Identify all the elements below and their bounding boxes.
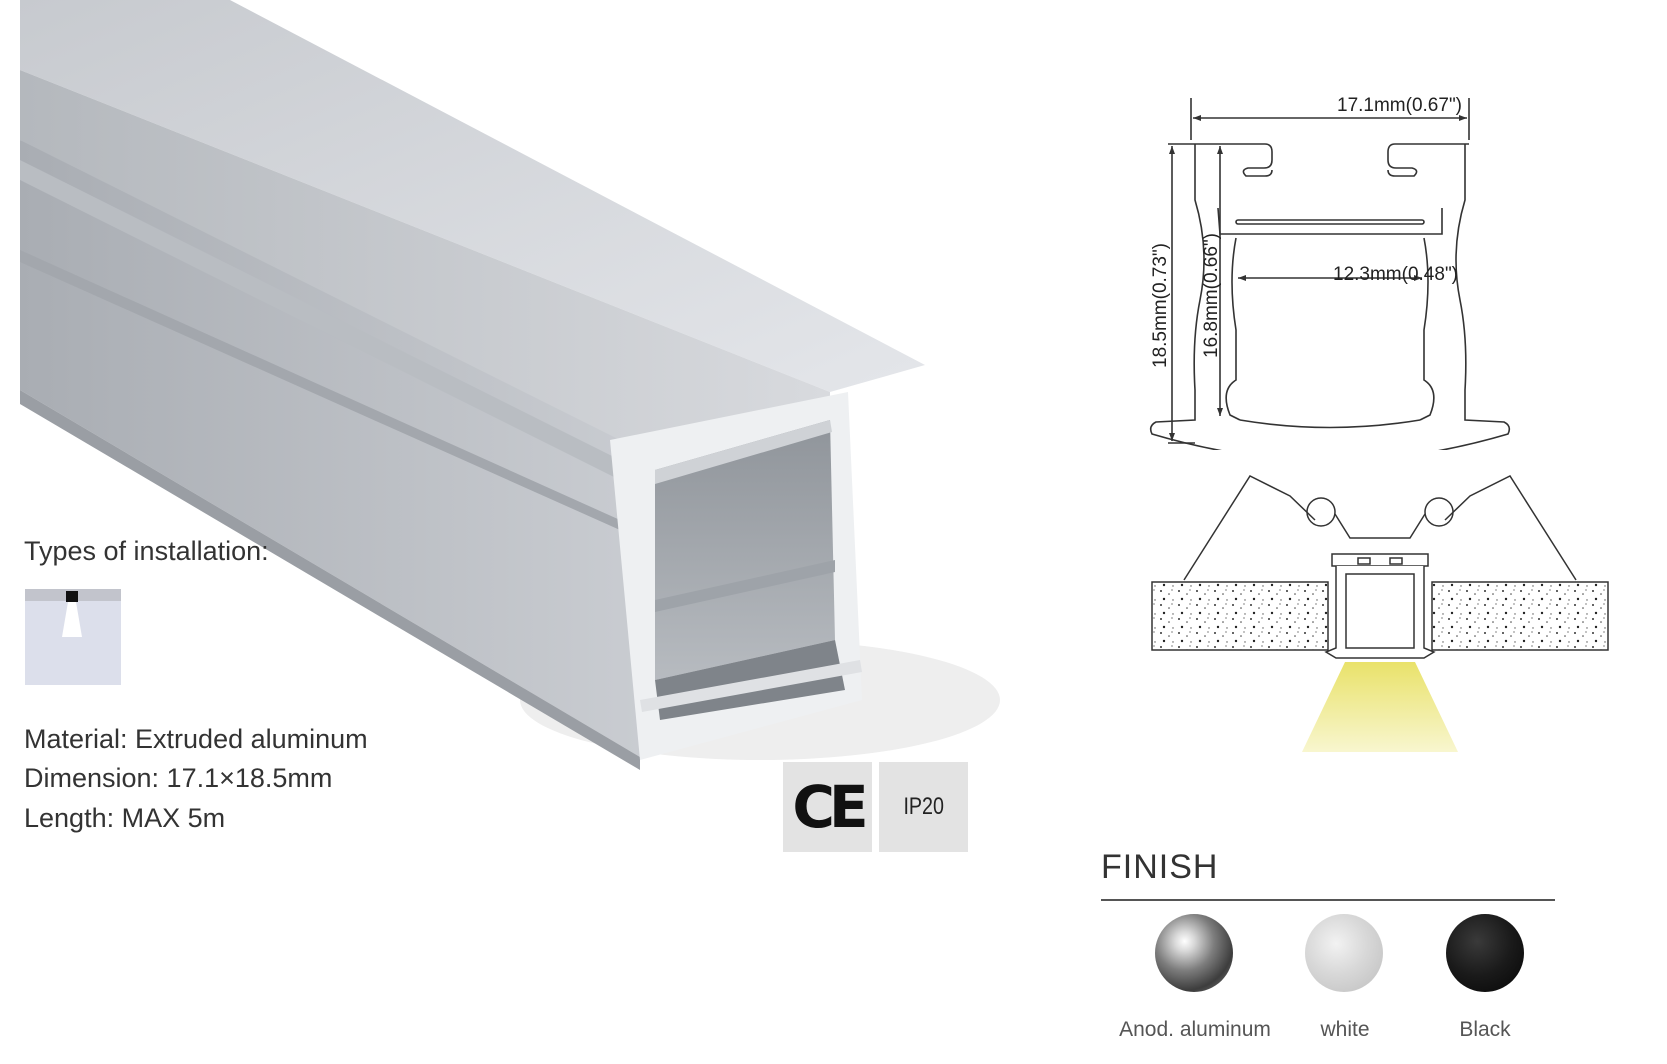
profile-cross-section-drawing <box>1149 98 1511 450</box>
spec-length: Length: MAX 5m <box>24 803 226 833</box>
product-render <box>20 0 1000 770</box>
outer-width-label: 17.1mm(0.67") <box>1337 95 1463 116</box>
installation-drawing <box>1151 475 1609 752</box>
ce-badge: CE <box>783 762 872 852</box>
black-label: Black <box>1459 1018 1511 1041</box>
inner-height-label: 16.8mm(0.66") <box>1201 232 1222 358</box>
anodized-aluminum-label: Anod. aluminum <box>1119 1018 1271 1041</box>
ip20-badge: IP20 <box>879 762 968 852</box>
inner-width-label: 12.3mm(0.48") <box>1333 264 1459 285</box>
anodized-aluminum-swatch <box>1155 914 1233 992</box>
installation-types-heading: Types of installation: <box>24 536 269 566</box>
finish-heading: FINISH <box>1101 848 1219 886</box>
outer-height-label: 18.5mm(0.73") <box>1150 242 1171 368</box>
finish-divider <box>1101 899 1555 901</box>
recessed-installation-icon <box>25 589 121 685</box>
black-swatch <box>1446 914 1524 992</box>
white-label: white <box>1320 1018 1370 1041</box>
spec-material: Material: Extruded aluminum <box>24 724 368 754</box>
white-swatch <box>1305 914 1383 992</box>
spec-dimension: Dimension: 17.1×18.5mm <box>24 763 333 793</box>
ip20-label: IP20 <box>903 793 944 820</box>
